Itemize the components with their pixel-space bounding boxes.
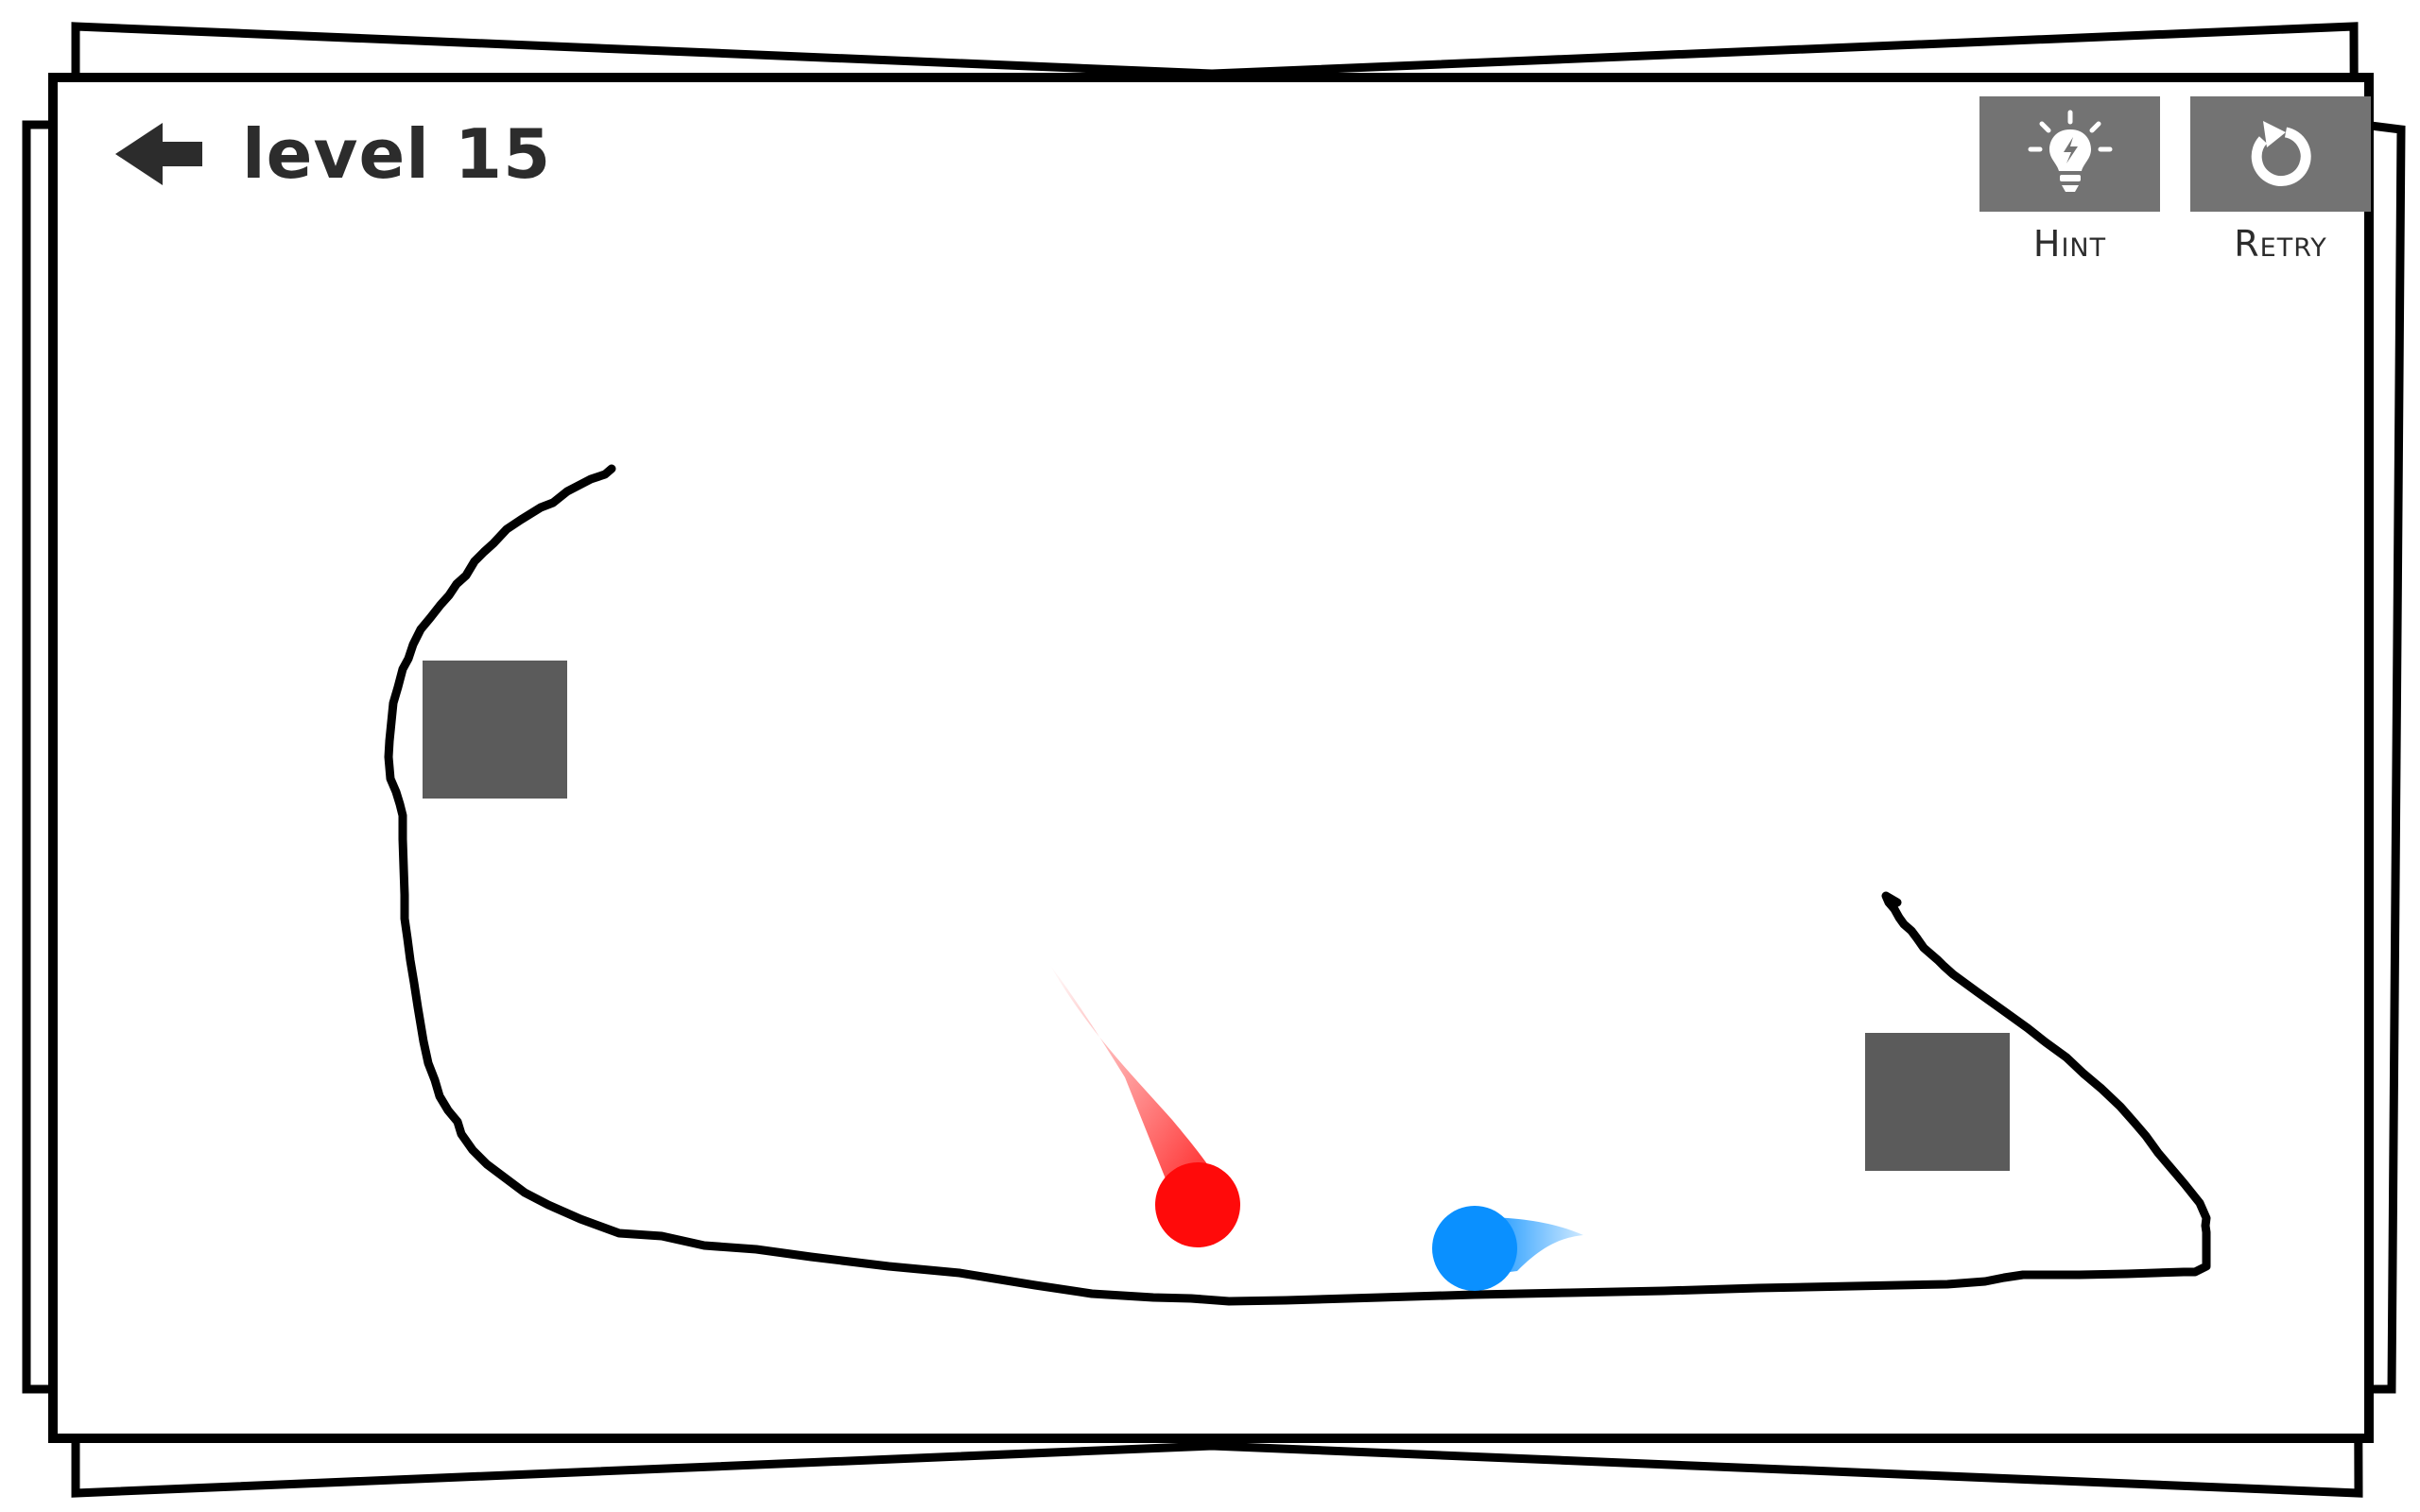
retry-icon [2251,121,2311,186]
paper-sheet-front [48,73,2374,1443]
retry-label: Retry [2234,223,2327,265]
lightbulb-icon [2028,110,2112,192]
level-title: level 15 [242,114,552,194]
obstacle-block-left [423,661,567,799]
arrow-left-icon [115,123,202,185]
hint-button[interactable] [1979,96,2160,212]
obstacle-block-right [1865,1033,2010,1171]
retry-button[interactable] [2190,96,2371,212]
back-button[interactable] [112,119,206,189]
hint-label: Hint [2032,223,2107,265]
